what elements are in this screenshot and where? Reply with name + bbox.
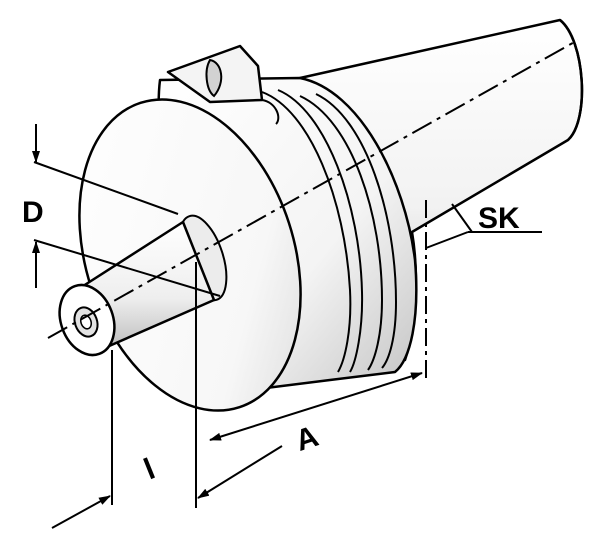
drive-key — [166, 44, 280, 125]
label-a: A — [292, 420, 323, 458]
center-axis-line — [47, 39, 579, 339]
a-dimension — [209, 372, 423, 441]
d-dimension — [32, 124, 221, 297]
sk-leader — [425, 203, 542, 249]
shaft — [58, 220, 216, 357]
label-d: D — [22, 196, 44, 229]
l-dimension — [51, 445, 283, 529]
label-l: l — [140, 453, 160, 487]
extension-lines — [111, 262, 197, 508]
label-sk: SK — [478, 202, 520, 235]
